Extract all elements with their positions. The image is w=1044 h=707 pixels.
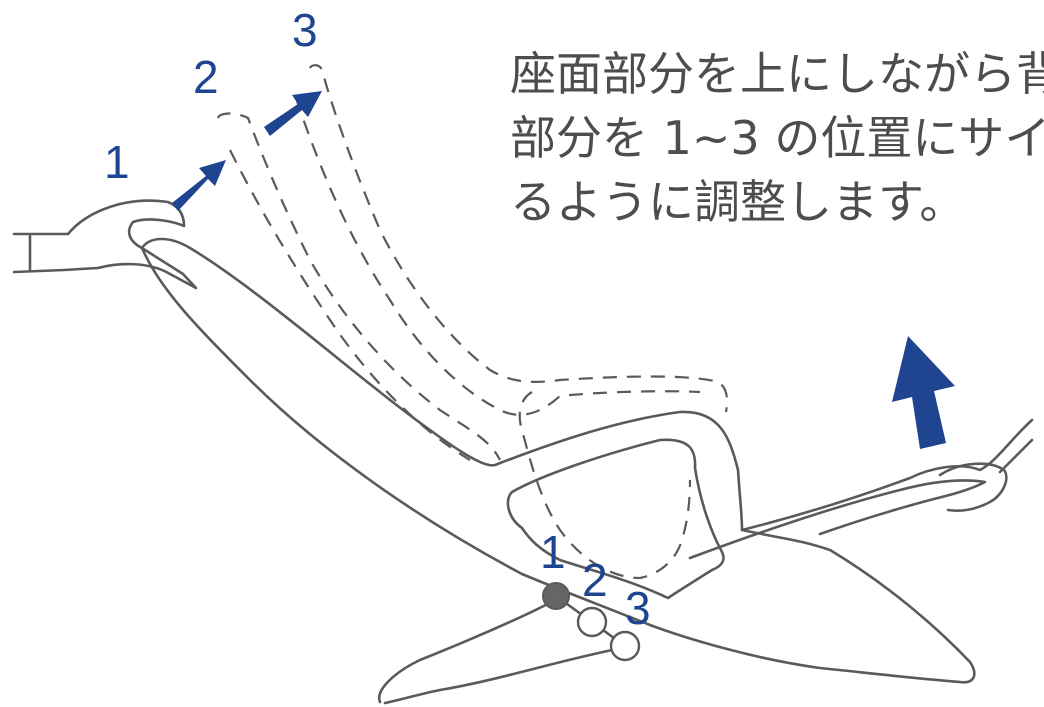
instruction-line-2: 部分を 1~3 の位置にサイ bbox=[510, 111, 1044, 165]
chair-backrest-frame bbox=[140, 237, 1034, 705]
seat-lift-arrow-icon bbox=[892, 336, 955, 449]
pivot-position-3-label: 3 bbox=[625, 582, 651, 634]
backrest-position-3-label: 3 bbox=[292, 4, 318, 56]
instruction-text: 座面部分を上にしながら背 部分を 1~3 の位置にサイ るように調整します。 bbox=[510, 42, 1044, 234]
backrest-adjust-arrows bbox=[172, 91, 955, 449]
pivot-positions bbox=[542, 582, 641, 662]
pivot-position-2-marker bbox=[576, 606, 608, 638]
pivot-position-labels: 1 2 3 bbox=[540, 526, 651, 634]
backrest-ghost-positions bbox=[216, 64, 729, 580]
arrow-to-position-2-icon bbox=[172, 160, 226, 211]
pivot-position-1-label: 1 bbox=[540, 526, 566, 578]
pivot-position-3-marker bbox=[609, 630, 641, 662]
pivot-position-2-label: 2 bbox=[582, 554, 608, 606]
backrest-position-2-label: 2 bbox=[193, 51, 219, 103]
instruction-line-3: るように調整します。 bbox=[510, 175, 966, 229]
pivot-position-1-marker bbox=[542, 582, 570, 610]
backrest-position-1-label: 1 bbox=[104, 136, 130, 188]
arrow-to-position-3-icon bbox=[264, 91, 322, 136]
backrest-position-labels: 1 2 3 bbox=[104, 4, 318, 188]
chair-headrest bbox=[12, 199, 198, 290]
instruction-line-1: 座面部分を上にしながら背 bbox=[510, 47, 1044, 101]
